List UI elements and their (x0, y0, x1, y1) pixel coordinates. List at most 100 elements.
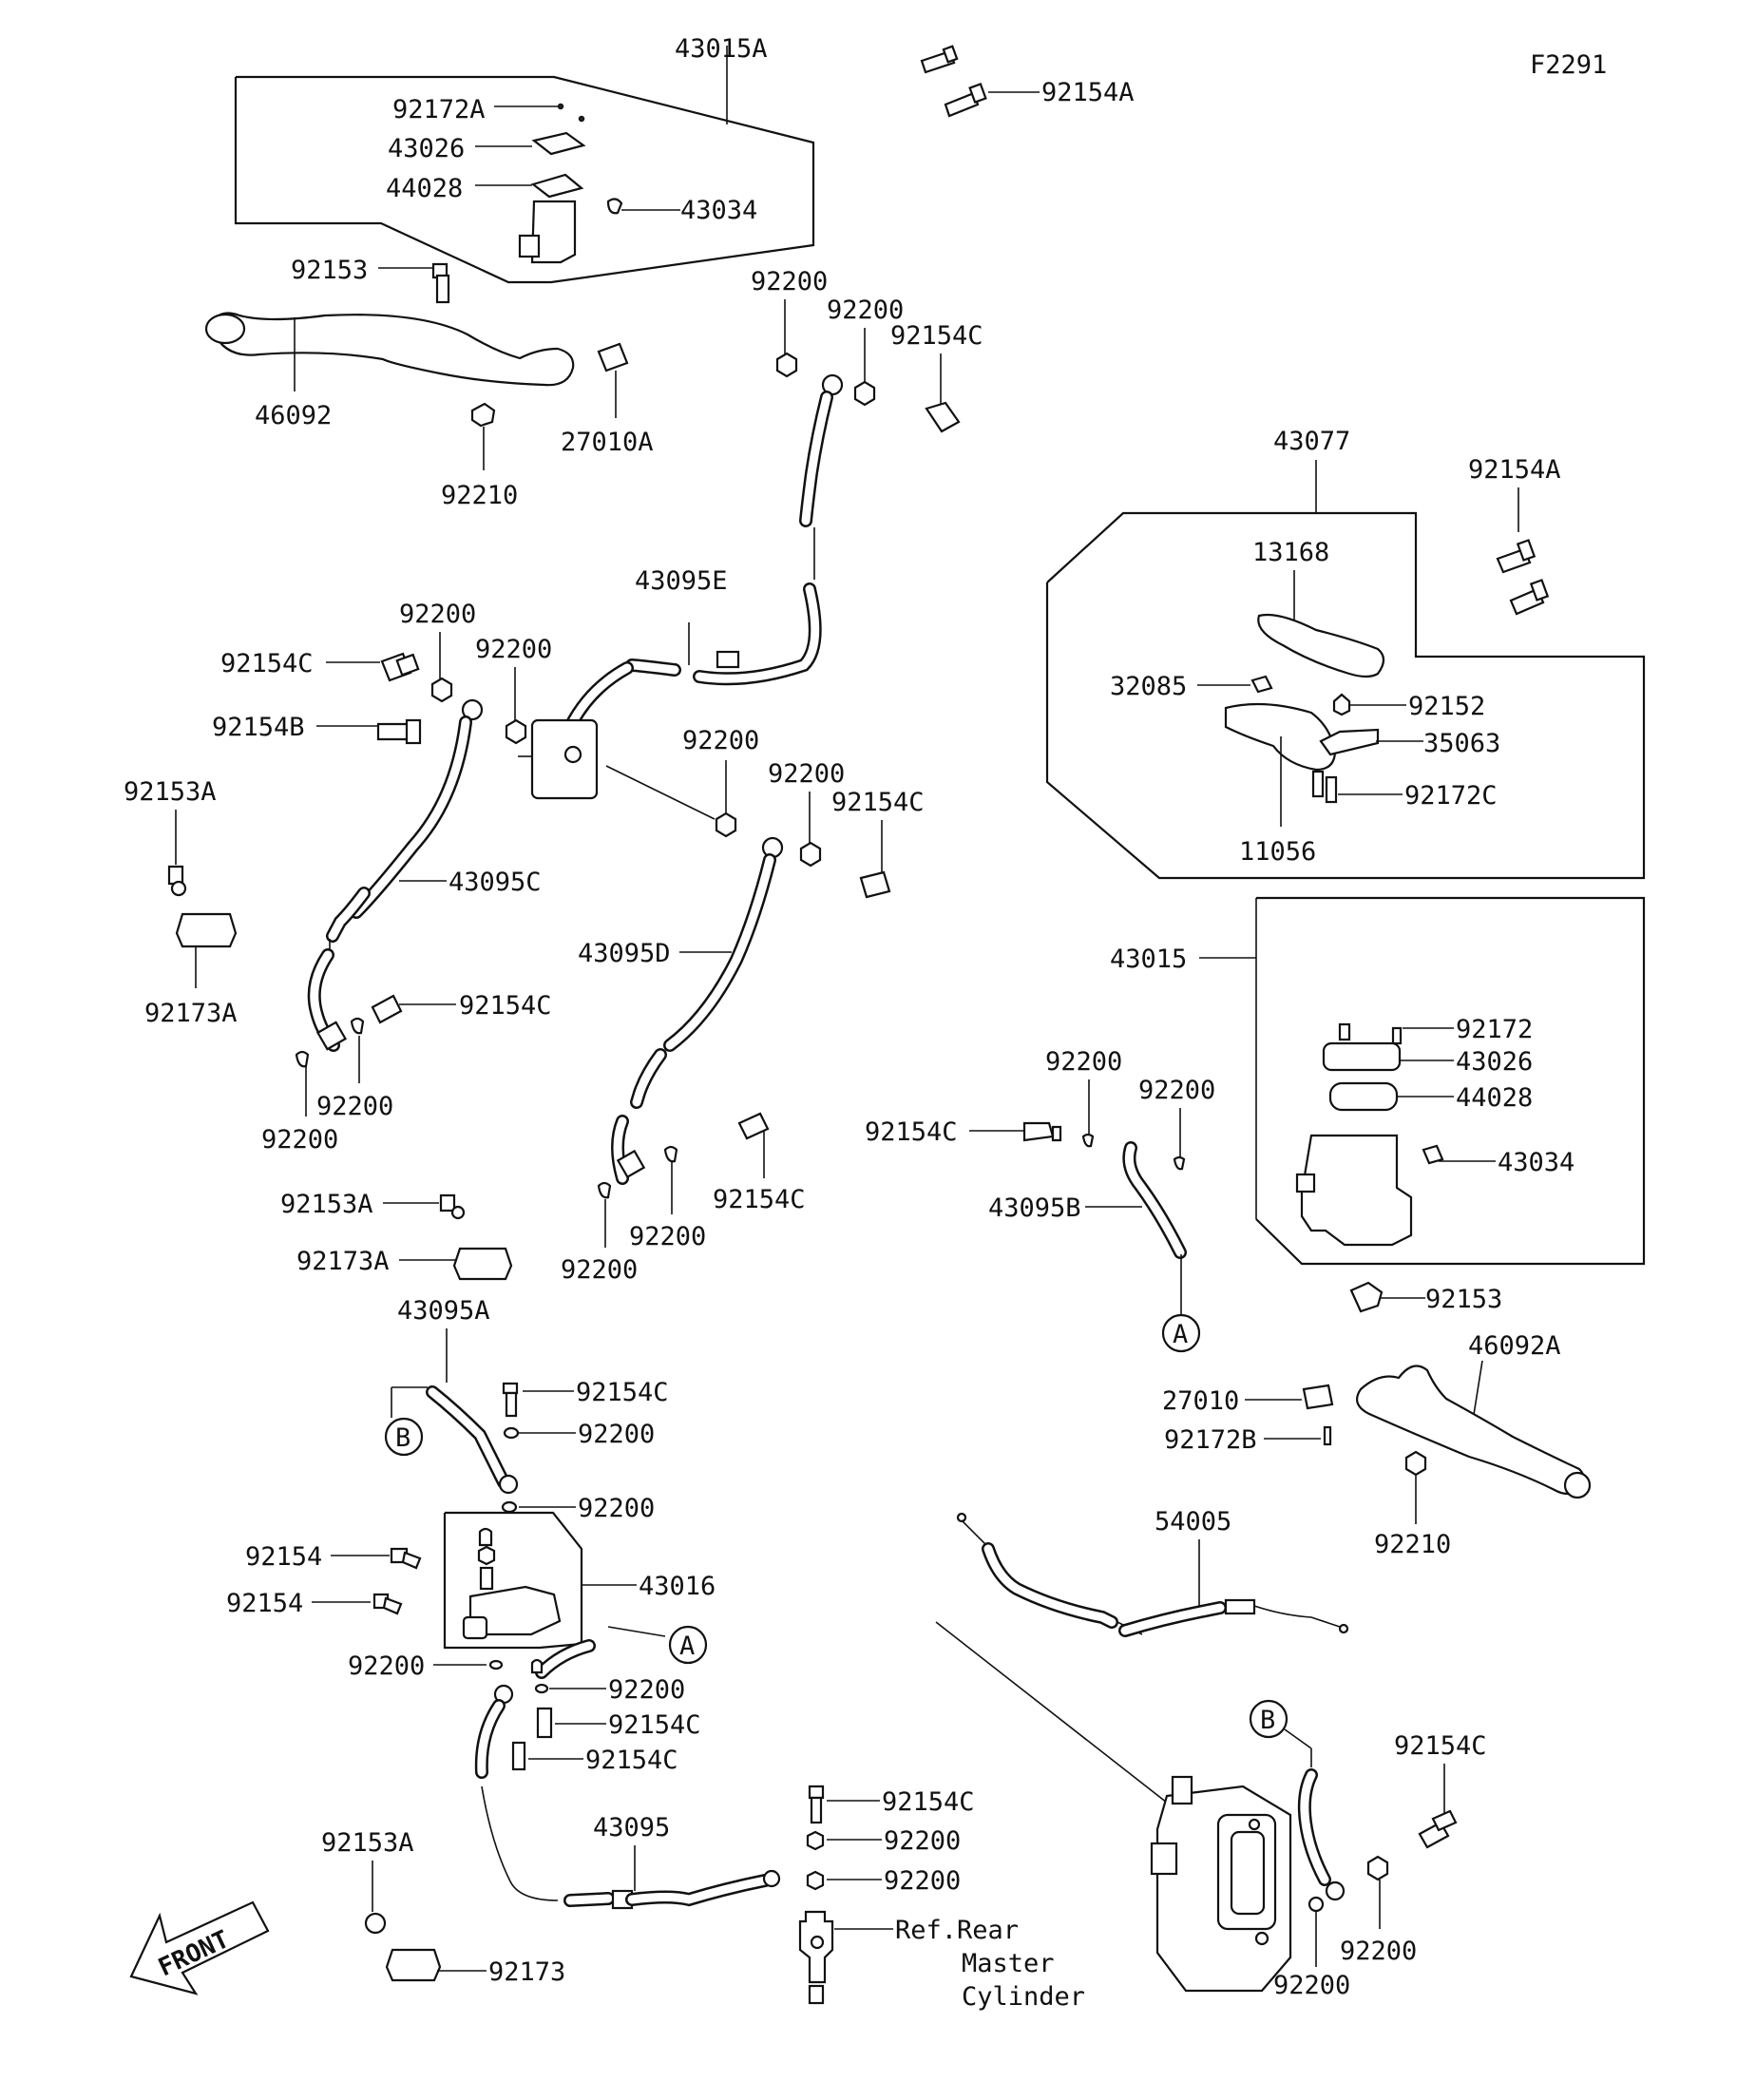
label-92154C-k: 92154C (1394, 1731, 1487, 1761)
label-43095E: 43095E (635, 566, 728, 596)
label-43015A: 43015A (675, 34, 768, 64)
callout-B-left (384, 1417, 424, 1457)
label-92200-n: 92200 (578, 1494, 655, 1523)
label-92154A-right: 92154A (1468, 455, 1561, 485)
front-arrow-icon (129, 1900, 270, 1995)
label-92154C-c: 92154C (831, 788, 925, 817)
group-43015: 43015 92172 43026 44028 43034 (1110, 896, 1646, 1266)
hose-43095E: 92200 92200 92154C 43095E (625, 267, 983, 686)
label-92153-top: 92153 (291, 256, 368, 285)
label-43095: 43095 (593, 1813, 670, 1842)
label-92154C-j: 92154C (882, 1787, 975, 1817)
hose-43095C: 92200 92154C 92200 92154B 43095C 92154C … (212, 600, 552, 1155)
bolt-92153-top: 92153 (291, 256, 450, 304)
label-92172B: 92172B (1164, 1425, 1257, 1455)
label-92153-r: 92153 (1425, 1285, 1502, 1314)
label-43095C: 43095C (449, 868, 542, 897)
caliper (1150, 1775, 1292, 1993)
ref-note-line-2: Master (962, 1949, 1055, 1978)
label-92154C-b: 92154C (220, 649, 314, 678)
label-92200-s: 92200 (1273, 1971, 1350, 2000)
hose-43095A: 43095A B 92154C 92200 92200 (384, 1296, 669, 1523)
label-92200-o: 92200 (348, 1651, 425, 1681)
label-46092A: 46092A (1468, 1331, 1561, 1361)
label-92200-h: 92200 (261, 1125, 338, 1155)
hose-B-bottom: B 92200 92200 92154C (1249, 1699, 1487, 2000)
label-43034-r: 43034 (1498, 1148, 1575, 1177)
label-92200-f: 92200 (768, 759, 845, 789)
callout-A-bottom (668, 1625, 708, 1665)
group-43077: 43077 13168 32085 11056 92152 35063 9217… (1045, 427, 1646, 880)
label-92153A-c: 92153A (321, 1828, 414, 1858)
cable-54005: 54005 (935, 1507, 1349, 1804)
label-92200-b: 92200 (827, 296, 904, 325)
label-13168: 13168 (1252, 538, 1329, 567)
label-92153A-b: 92153A (280, 1190, 373, 1219)
left-clamp-group-a: 92153A 92173A (124, 777, 238, 1028)
label-92172C: 92172C (1404, 781, 1498, 811)
label-92200-t: 92200 (1340, 1937, 1417, 1966)
callout-B-bottom (1249, 1699, 1288, 1739)
label-43095A: 43095A (397, 1296, 490, 1326)
label-92200-e: 92200 (682, 726, 759, 755)
bolts-92154A-right: 92154A (1468, 455, 1561, 616)
label-54005: 54005 (1155, 1507, 1231, 1537)
hose-43095: 43095 92154C 92200 92200 Ref.Rear Master… (474, 1684, 1085, 2012)
callout-A-top-text: A (1173, 1320, 1188, 1349)
label-92200-c: 92200 (399, 600, 476, 629)
proportion-valve-43016: 43016 92154 92154 A 92200 92200 92154C 9… (226, 1511, 716, 1775)
front-arrow: FRONT (129, 1900, 270, 1995)
label-92200-g: 92200 (316, 1092, 393, 1121)
label-92154C-h: 92154C (608, 1710, 701, 1740)
label-27010: 27010 (1162, 1386, 1239, 1416)
label-92172: 92172 (1456, 1015, 1533, 1044)
left-clamp-group-c: 92153A 92173 (321, 1828, 565, 1987)
label-44028-r: 44028 (1456, 1083, 1533, 1113)
label-43095D: 43095D (578, 939, 671, 968)
label-92200-l: 92200 (1138, 1076, 1215, 1105)
label-46092: 46092 (255, 401, 332, 430)
label-92200-j: 92200 (561, 1255, 638, 1285)
lever-46092A: 92153 46092A 27010 92172B 92210 (1162, 1281, 1592, 1559)
label-92173A-b: 92173A (296, 1247, 390, 1276)
ref-note-line-3: Cylinder (962, 1982, 1085, 2012)
label-92200-k: 92200 (1045, 1047, 1122, 1077)
label-92154C-d: 92154C (459, 991, 552, 1021)
label-92153A-a: 92153A (124, 777, 217, 807)
callout-A-top (1161, 1313, 1201, 1353)
label-92200-p: 92200 (608, 1675, 685, 1705)
label-43015: 43015 (1110, 945, 1187, 974)
label-92173: 92173 (488, 1957, 565, 1987)
label-92154C-e: 92154C (713, 1185, 806, 1214)
label-44028-top: 44028 (386, 174, 463, 203)
hose-43095B: 92200 92200 92154C 43095B A (865, 1047, 1215, 1353)
callout-B-left-text: B (395, 1423, 410, 1453)
label-92154-b: 92154 (226, 1589, 303, 1618)
left-clamp-group-b: 92153A 92173A (280, 1190, 513, 1281)
part-27010A: 27010A (561, 342, 654, 457)
callout-A-bottom-text: A (679, 1632, 695, 1661)
junction-block (518, 661, 716, 820)
label-43016: 43016 (639, 1572, 716, 1601)
label-92154-a: 92154 (245, 1542, 322, 1572)
label-92172A: 92172A (392, 95, 486, 124)
ref-note-line-1: Ref.Rear (895, 1916, 1019, 1945)
label-32085: 32085 (1110, 672, 1187, 701)
lever-46092: 46092 92210 (204, 312, 575, 510)
label-43095B: 43095B (988, 1193, 1081, 1223)
figure-code: F2291 (1530, 50, 1607, 80)
label-27010A: 27010A (561, 428, 654, 457)
label-35063: 35063 (1423, 729, 1500, 758)
label-92154C-i: 92154C (585, 1746, 678, 1775)
hose-43095D: 92200 92200 92154C 43095D 92154C 92200 9… (561, 726, 925, 1285)
callout-B-bottom-text: B (1260, 1706, 1275, 1735)
bolts-92154A-top: 92154A (920, 45, 1135, 118)
label-92154B: 92154B (212, 713, 305, 742)
label-92210-r: 92210 (1374, 1530, 1451, 1559)
label-43077: 43077 (1273, 427, 1350, 456)
label-92200-i: 92200 (629, 1222, 706, 1251)
label-92200-m: 92200 (578, 1420, 655, 1449)
label-92154C-a: 92154C (890, 321, 983, 351)
